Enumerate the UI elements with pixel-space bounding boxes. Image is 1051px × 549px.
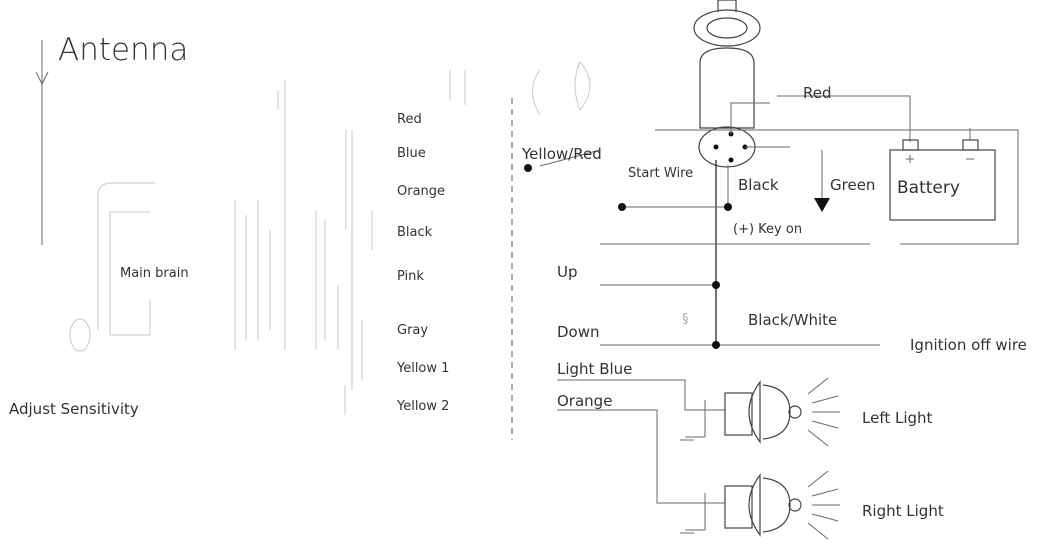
wire-label-blue: Blue bbox=[397, 146, 426, 161]
light-wiring bbox=[557, 379, 725, 534]
green-arrow bbox=[814, 150, 830, 212]
up-label: Up bbox=[557, 263, 578, 281]
red-label: Red bbox=[803, 84, 832, 102]
antenna-arrow bbox=[35, 40, 49, 245]
black-white-label: Black/White bbox=[748, 311, 837, 329]
antenna-label: Antenna bbox=[58, 32, 188, 68]
key-on-label: (+) Key on bbox=[733, 222, 802, 237]
orange-label: Orange bbox=[557, 392, 612, 410]
down-label: Down bbox=[557, 323, 600, 341]
right-light-icon bbox=[724, 470, 840, 540]
adjust-sensitivity-label: Adjust Sensitivity bbox=[9, 400, 139, 418]
start-wire-label: Start Wire bbox=[628, 166, 693, 181]
left-light-label: Left Light bbox=[862, 409, 933, 427]
wire-label-black: Black bbox=[397, 225, 433, 240]
left-light-icon bbox=[724, 377, 840, 447]
ignition-wiring: § bbox=[524, 95, 1019, 349]
right-light-label: Right Light bbox=[862, 502, 944, 520]
wire-label-red: Red bbox=[397, 112, 422, 127]
wire-label-yellow1: Yellow 1 bbox=[396, 361, 449, 376]
light-blue-label: Light Blue bbox=[557, 360, 632, 378]
main-brain-label: Main brain bbox=[120, 266, 189, 281]
wire-label-orange: Orange bbox=[397, 184, 445, 199]
wire-label-pink: Pink bbox=[397, 269, 424, 284]
main-brain-module bbox=[69, 61, 591, 415]
ignition-switch bbox=[693, 0, 761, 168]
black-label: Black bbox=[738, 176, 779, 194]
yellow-red-label: Yellow/Red bbox=[521, 145, 602, 163]
battery-label: Battery bbox=[897, 178, 960, 198]
green-label: Green bbox=[830, 176, 875, 194]
ignition-off-wire-label: Ignition off wire bbox=[910, 336, 1027, 354]
switch-symbol: § bbox=[682, 312, 689, 327]
wire-color-list: Red Blue Orange Black Pink Gray Yellow 1… bbox=[396, 112, 449, 414]
wire-label-yellow2: Yellow 2 bbox=[396, 399, 449, 414]
battery bbox=[889, 128, 996, 221]
wire-label-gray: Gray bbox=[397, 323, 428, 338]
